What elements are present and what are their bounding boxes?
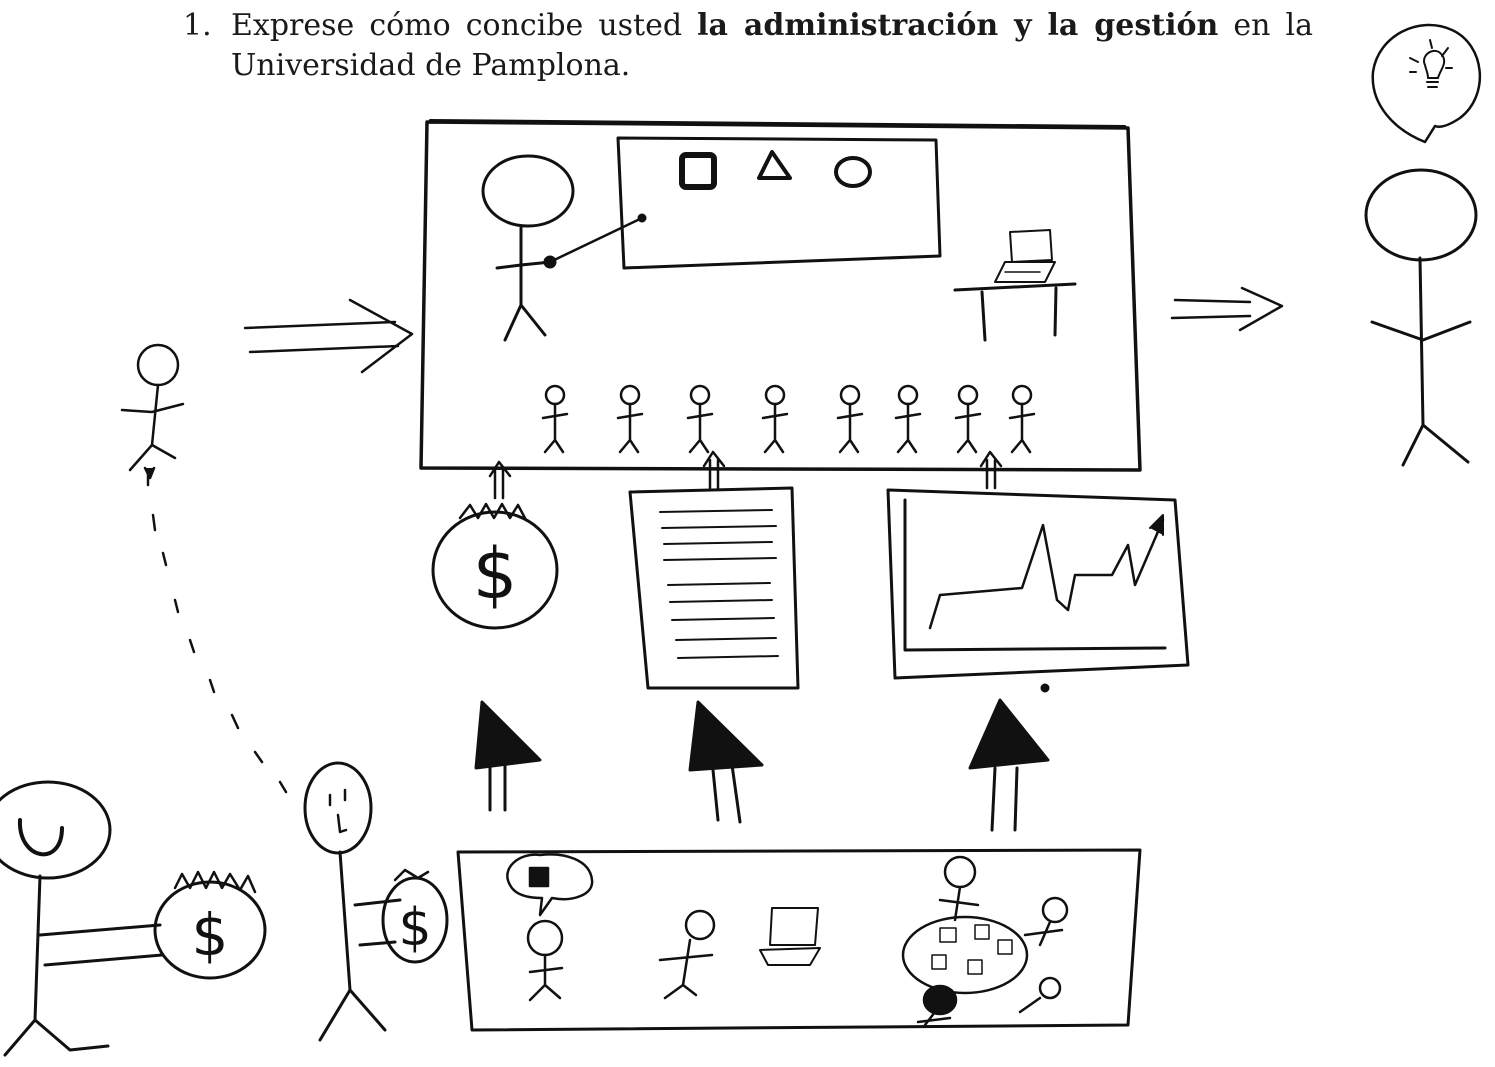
money-bag-icon-2: $ <box>155 872 265 978</box>
up-arrows-small <box>490 452 1001 498</box>
arrow-right-icon-2 <box>1172 288 1282 330</box>
student-figure-left <box>122 345 183 470</box>
square-shape-icon <box>682 155 714 187</box>
large-arrow-up-3 <box>970 685 1048 830</box>
office-worker-thinking <box>507 854 592 1000</box>
pointer-icon <box>545 215 645 267</box>
office-worker <box>660 911 714 998</box>
desk-icon <box>955 230 1075 340</box>
question-text: 1. Exprese cómo concibe usted la adminis… <box>183 6 1313 86</box>
large-arrow-up-2 <box>690 702 762 822</box>
svg-text:$: $ <box>192 901 229 969</box>
svg-text:$: $ <box>398 898 431 958</box>
money-symbol: $ <box>473 533 518 615</box>
teacher-figure <box>483 156 573 340</box>
question-emphasis: la administración y la gestión <box>697 8 1219 43</box>
office-panel <box>458 850 1140 1030</box>
meeting-table <box>903 857 1067 1025</box>
laptop-icon <box>760 908 820 965</box>
donor-figure <box>0 782 162 1055</box>
receiver-figure <box>305 763 400 1040</box>
graduate-figure <box>1366 170 1476 465</box>
document-icon <box>630 488 798 688</box>
triangle-shape-icon <box>759 152 790 178</box>
growth-chart-icon <box>888 490 1188 678</box>
large-arrow-up-1 <box>476 702 540 810</box>
students-row <box>543 386 1034 452</box>
whiteboard <box>618 138 940 268</box>
money-bag-icon: $ <box>433 504 557 628</box>
arrow-right-icon <box>245 300 412 372</box>
dashed-path <box>145 468 286 792</box>
question-number: 1. <box>183 8 212 43</box>
question-body: Exprese cómo concibe usted la administra… <box>231 8 1313 83</box>
circle-shape-icon <box>836 158 870 186</box>
money-bag-icon-3: $ <box>383 870 447 962</box>
thought-bubble-icon <box>1373 25 1480 142</box>
classroom-board <box>421 120 1140 470</box>
lightbulb-icon <box>1410 40 1452 87</box>
